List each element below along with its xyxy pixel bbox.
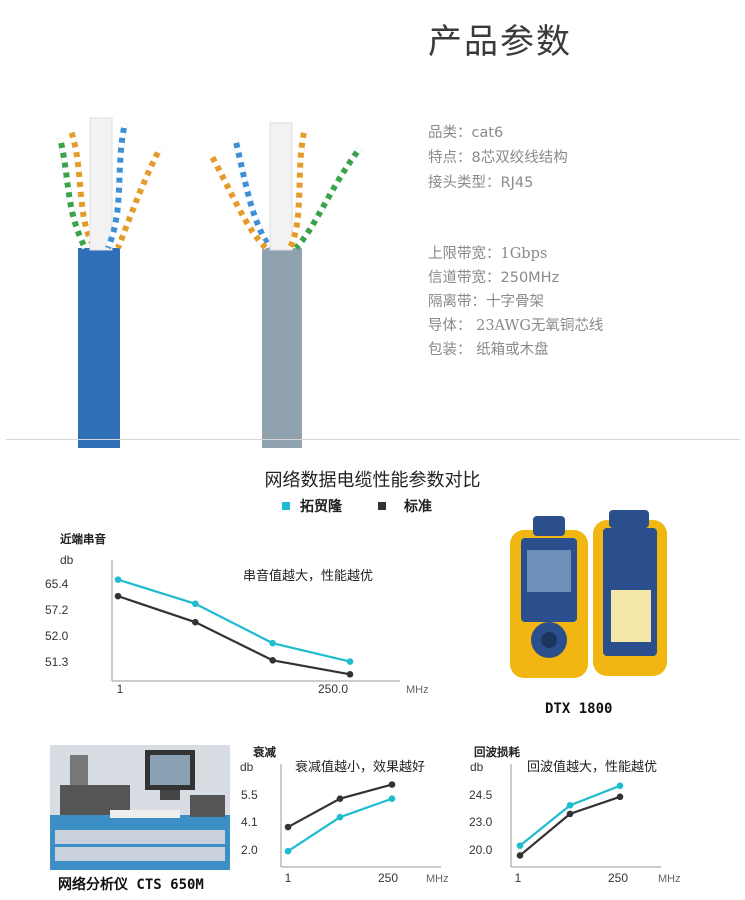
data-point [566,810,574,818]
dtx-tester-photo [510,510,667,678]
spec-value: cat6 [471,125,504,141]
x-tick-label: 250.0 [318,682,348,696]
x-tick-label: 250 [378,871,398,885]
data-point [114,592,122,600]
data-point [114,576,122,583]
spec-row: 信道带宽：250MHz [428,266,559,287]
legend-label: 标准 [404,499,432,515]
legend-swatch [378,502,386,510]
comparison-title: 网络数据电缆性能参数对比 [264,470,481,491]
spec-value: 十字骨架 [486,294,544,310]
y-tick-label: 65.4 [45,577,69,591]
spec-value: 1Gbps [500,246,548,262]
spec-value: 纸箱或木盘 [471,342,549,358]
x-tick-label: 1 [515,871,522,885]
blue-cable [57,117,163,448]
spec-label: 接头类型： [428,175,501,191]
spec-label: 特点： [428,150,472,166]
spec-label: 信道带宽： [428,270,501,286]
spec-row: 接头类型：RJ45 [428,171,533,192]
chart-axes [510,764,661,868]
series-line [287,783,393,829]
data-point [566,802,574,809]
y-axis-label: db [60,553,74,567]
chart-axes [111,560,400,682]
x-axis-label: MHz [658,873,681,885]
chart-title-attenuation: 衰减 [253,745,276,759]
spec-row: 品类：cat6 [428,121,503,142]
data-point [346,670,354,678]
legend-item-standard: 标准 [378,496,432,516]
legend-label: 拓贸隆 [300,499,342,515]
section-divider [6,439,740,440]
y-tick-label: 51.3 [45,655,69,669]
spec-value: RJ45 [500,175,534,191]
y-tick-label: 2.0 [241,843,258,857]
data-point [516,852,524,859]
spec-row: 特点：8芯双绞线结构 [428,146,568,167]
y-tick-label: 4.1 [241,815,258,829]
chart-title-next: 近端串音 [60,532,106,546]
gray-cable [207,122,363,448]
spec-row: 上限带宽：1Gbps [428,242,547,263]
chart-axes [280,764,441,868]
y-tick-label: 52.0 [45,629,69,643]
spec-label: 隔离带： [428,294,486,310]
chart-annotation: 串音值越大，性能越优 [243,569,374,584]
spec-value: 23AWG无氧铜芯线 [471,318,604,334]
x-tick-label: 1 [117,682,124,696]
spec-label: 导体： [428,318,472,334]
data-point [516,842,524,849]
x-axis-label: MHz [406,684,429,696]
spec-row: 包装： 纸箱或木盘 [428,338,549,359]
y-tick-label: 24.5 [469,788,493,802]
data-point [336,795,344,803]
y-tick-label: 57.2 [45,603,69,617]
data-point [616,782,624,790]
y-axis-label: db [240,760,254,774]
data-point [269,657,276,664]
tester-caption: DTX 1800 [545,701,613,717]
y-tick-label: 23.0 [469,815,493,829]
x-tick-label: 250 [608,871,628,885]
spec-label: 包装： [428,342,472,358]
next-chart: 65.4 57.2 52.0 51.3 1 250.0 MHz [45,560,429,696]
legend-item-tuomaolong: 拓贸隆 [282,496,342,516]
chart-annotation: 回波值越大，性能越优 [527,760,658,775]
data-point [346,658,354,665]
x-tick-label: 1 [285,871,292,885]
data-point [616,793,624,801]
spec-label: 品类： [428,125,472,141]
series-line [287,797,393,853]
data-point [269,639,276,647]
y-axis-label: db [470,760,484,774]
data-point [192,618,199,626]
data-point [284,823,292,831]
page-title: 产品参数 [428,22,572,62]
analyzer-photo [50,745,230,870]
spec-row: 隔离带：十字骨架 [428,290,544,311]
chart-title-return-loss: 回波损耗 [474,745,520,759]
spec-value: 250MHz [500,270,560,286]
data-point [336,813,344,821]
legend-swatch [282,502,290,510]
analyzer-caption: 网络分析仪 CTS 650M [58,877,204,893]
cable-photo [57,117,363,448]
y-tick-label: 20.0 [469,843,493,857]
y-tick-label: 5.5 [241,788,258,802]
spec-row: 导体： 23AWG无氧铜芯线 [428,314,603,335]
data-point [192,600,199,608]
spec-value: 8芯双绞线结构 [471,150,568,166]
series-line [117,595,351,676]
spec-label: 上限带宽： [428,246,501,262]
attenuation-chart: 5.5 4.1 2.0 1 250 MHz [241,764,449,885]
data-point [388,795,396,803]
x-axis-label: MHz [426,873,449,885]
data-point [388,781,396,788]
chart-annotation: 衰减值越小，效果越好 [295,760,426,775]
return-loss-chart: 24.5 23.0 20.0 1 250 MHz [469,764,681,885]
series-line [117,578,351,663]
data-point [284,847,292,855]
